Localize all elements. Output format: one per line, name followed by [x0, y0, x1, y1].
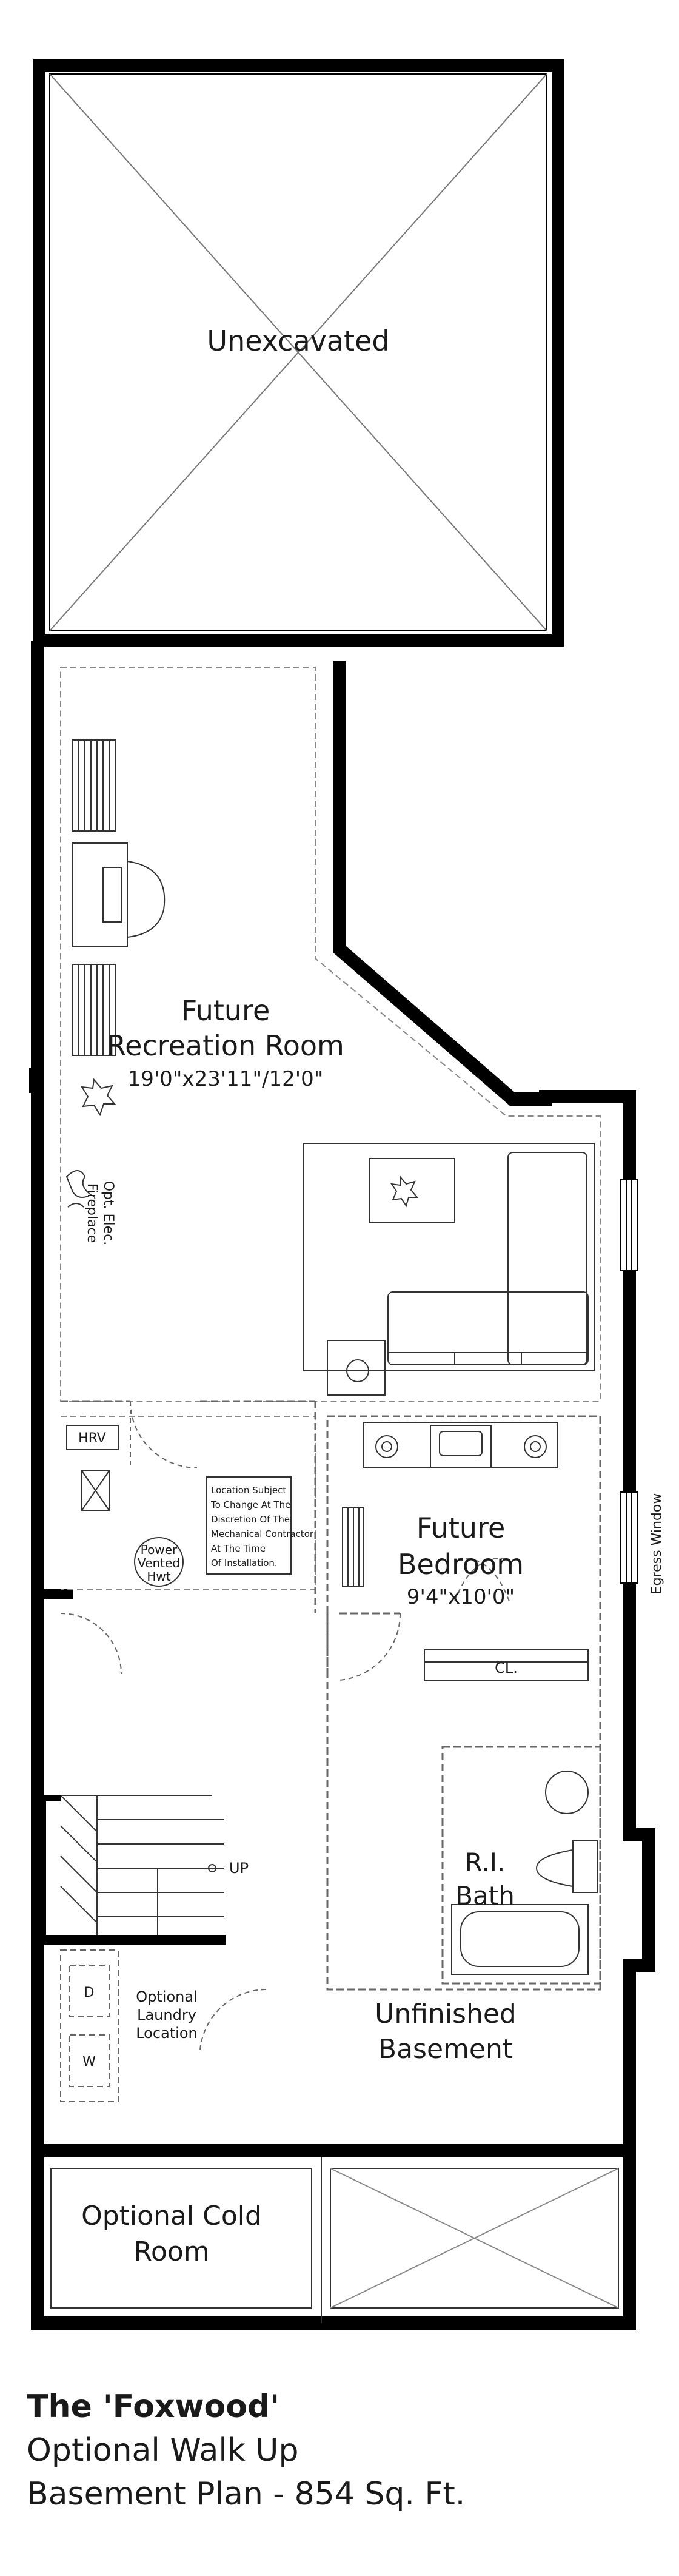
- bath-label: R.I.: [465, 1848, 506, 1877]
- recreation-room-label: Future: [181, 994, 270, 1027]
- laundry-label: Optional: [136, 1988, 197, 2005]
- location-note-line: At The Time: [211, 1543, 266, 1554]
- bookshelf-bottom: [72, 964, 116, 1056]
- recreation-room-dimensions: 19'0"x23'11"/12'0": [128, 1067, 324, 1091]
- location-note-line: Mechanical Contractor: [211, 1528, 314, 1539]
- plan-subtitle: Optional Walk Up: [27, 2432, 299, 2469]
- closet-label: CL.: [495, 1660, 518, 1676]
- fireplace-icon: [65, 1170, 92, 1208]
- interior-walls: [61, 1400, 601, 1991]
- hwt-label-2: Vented: [138, 1556, 180, 1570]
- laundry-area: [60, 1949, 119, 2102]
- location-note-line: Location Subject: [211, 1485, 286, 1496]
- plant-icon: [81, 1078, 116, 1117]
- hrv-label: HRV: [78, 1431, 106, 1446]
- unfinished-basement-label: Unfinished: [375, 1999, 517, 2030]
- laundry-label-3: Location: [136, 2025, 198, 2042]
- plan-title: The 'Foxwood': [27, 2389, 280, 2425]
- unfinished-basement-label-2: Basement: [378, 2034, 513, 2065]
- egress-window-label: Egress Window: [649, 1493, 664, 1595]
- stairs: [60, 1795, 224, 1942]
- bedroom-label-2: Bedroom: [398, 1548, 524, 1581]
- washer-label: W: [82, 2054, 96, 2070]
- fireplace-label: Opt. Elec.: [101, 1181, 116, 1246]
- closet: [424, 1649, 589, 1681]
- door-swings: [60, 1401, 510, 2051]
- egress-window: [620, 1179, 638, 1584]
- bath-label-2: Bath: [455, 1881, 515, 1911]
- bedroom-dimensions: 9'4"x10'0": [407, 1585, 515, 1609]
- end-table: [327, 1340, 386, 1396]
- hwt-label-3: Hwt: [147, 1569, 170, 1584]
- unexcavated-label: Unexcavated: [207, 325, 389, 357]
- exterior-walls: [31, 641, 655, 2330]
- sofa: [303, 1143, 595, 1371]
- desk: [72, 842, 166, 947]
- cold-room-label-2: Room: [133, 2236, 209, 2267]
- bookshelf-top: [72, 739, 116, 832]
- plan-area: Basement Plan - 854 Sq. Ft.: [27, 2476, 466, 2512]
- cold-room-label: Optional Cold: [81, 2201, 262, 2231]
- bedroom-label: Future: [416, 1512, 506, 1544]
- water-heater: [134, 1537, 184, 1587]
- location-note-line: Of Installation.: [211, 1558, 278, 1569]
- fireplace-label-2: Fireplace: [84, 1183, 99, 1243]
- hwt-label: Power: [141, 1542, 178, 1557]
- interior-outline: [60, 667, 601, 1590]
- stair-up-label: UP: [229, 1860, 249, 1877]
- unexcavated-area: [33, 59, 564, 647]
- location-note-line: Discretion Of The: [211, 1514, 290, 1525]
- toilet: [535, 1771, 598, 1893]
- floor-plan: Unexcavated Future Recreation Room 19'0"…: [29, 59, 664, 2330]
- bed: [363, 1422, 558, 1468]
- recreation-room-label-2: Recreation Room: [107, 1029, 344, 1062]
- location-note-box: [206, 1476, 292, 1575]
- bathroom: [441, 1746, 601, 1985]
- bathtub: [451, 1904, 589, 1975]
- cold-room: [50, 2157, 619, 2323]
- laundry-label-2: Laundry: [137, 2006, 196, 2023]
- location-note-line: To Change At The: [210, 1499, 290, 1510]
- dryer-label: D: [84, 1985, 95, 2000]
- dresser: [342, 1507, 364, 1587]
- location-note: Location Subject To Change At TheDiscreti…: [210, 1485, 314, 1569]
- coffee-table: [369, 1158, 455, 1223]
- hrv-unit: [66, 1425, 119, 1511]
